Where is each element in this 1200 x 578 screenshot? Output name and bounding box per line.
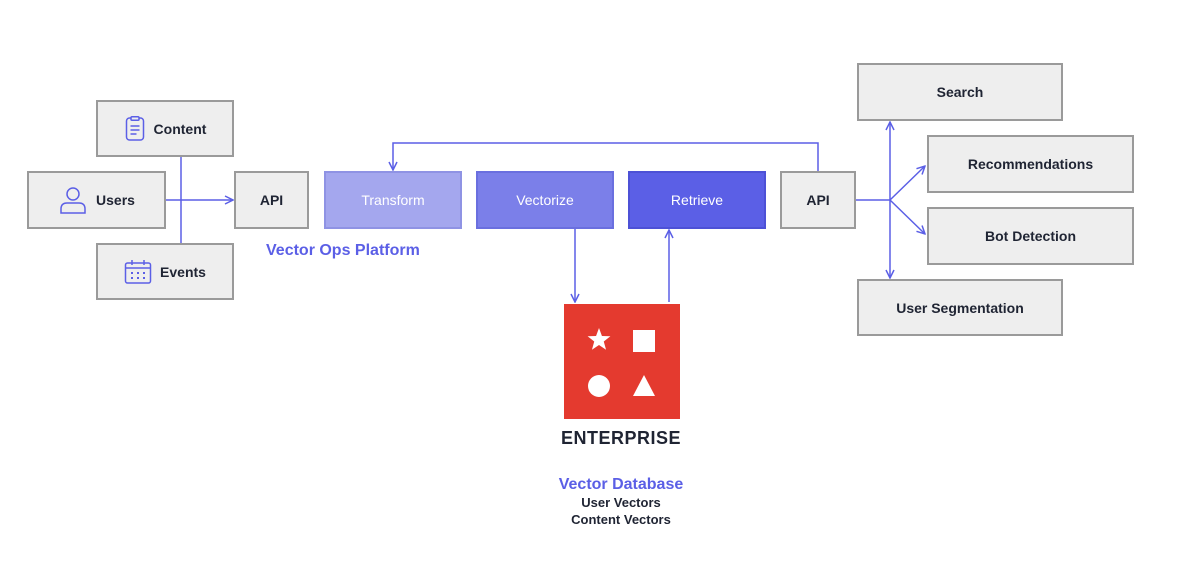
source-events-label: Events [160,263,206,280]
vectorize-label: Vectorize [516,192,574,208]
source-events-box: Events [96,243,234,300]
calendar-icon [124,259,152,285]
circle-icon [588,375,610,397]
output-user-segmentation-label: User Segmentation [896,299,1024,316]
api-in-box: API [234,171,309,229]
transform-stage: Transform [324,171,462,229]
to-recommendations-arrow [889,166,925,201]
content-vectors-label: Content Vectors [571,512,671,527]
source-content-box: Content [96,100,234,157]
source-users-box: Users [27,171,166,229]
feedback-loop-arrow [393,142,819,172]
to-bot-detection-arrow [889,199,925,234]
platform-label: Vector Ops Platform [266,242,420,259]
star-icon [587,328,611,350]
output-user-segmentation-box: User Segmentation [857,279,1063,336]
document-icon [124,115,146,142]
api-out-label: API [806,192,830,208]
enterprise-wordmark: ENTERPRISE [560,428,682,448]
output-bot-detection-box: Bot Detection [927,207,1134,265]
retrieve-stage: Retrieve [628,171,766,229]
output-search-box: Search [857,63,1063,121]
triangle-icon [633,375,655,396]
enterprise-logo [564,304,680,419]
transform-label: Transform [361,192,425,208]
output-bot-detection-label: Bot Detection [985,228,1076,244]
source-users-label: Users [96,192,135,208]
retrieve-label: Retrieve [670,192,724,208]
output-search-label: Search [936,84,984,100]
square-icon [633,330,655,352]
vector-database-title: Vector Database [558,476,684,493]
output-recommendations-box: Recommendations [927,135,1134,193]
source-content-label: Content [153,120,207,137]
api-in-label: API [259,192,284,208]
user-icon [58,185,88,215]
output-recommendations-label: Recommendations [967,156,1094,172]
vectorize-stage: Vectorize [476,171,614,229]
user-vectors-label: User Vectors [581,495,661,510]
api-out-box: API [780,171,856,229]
